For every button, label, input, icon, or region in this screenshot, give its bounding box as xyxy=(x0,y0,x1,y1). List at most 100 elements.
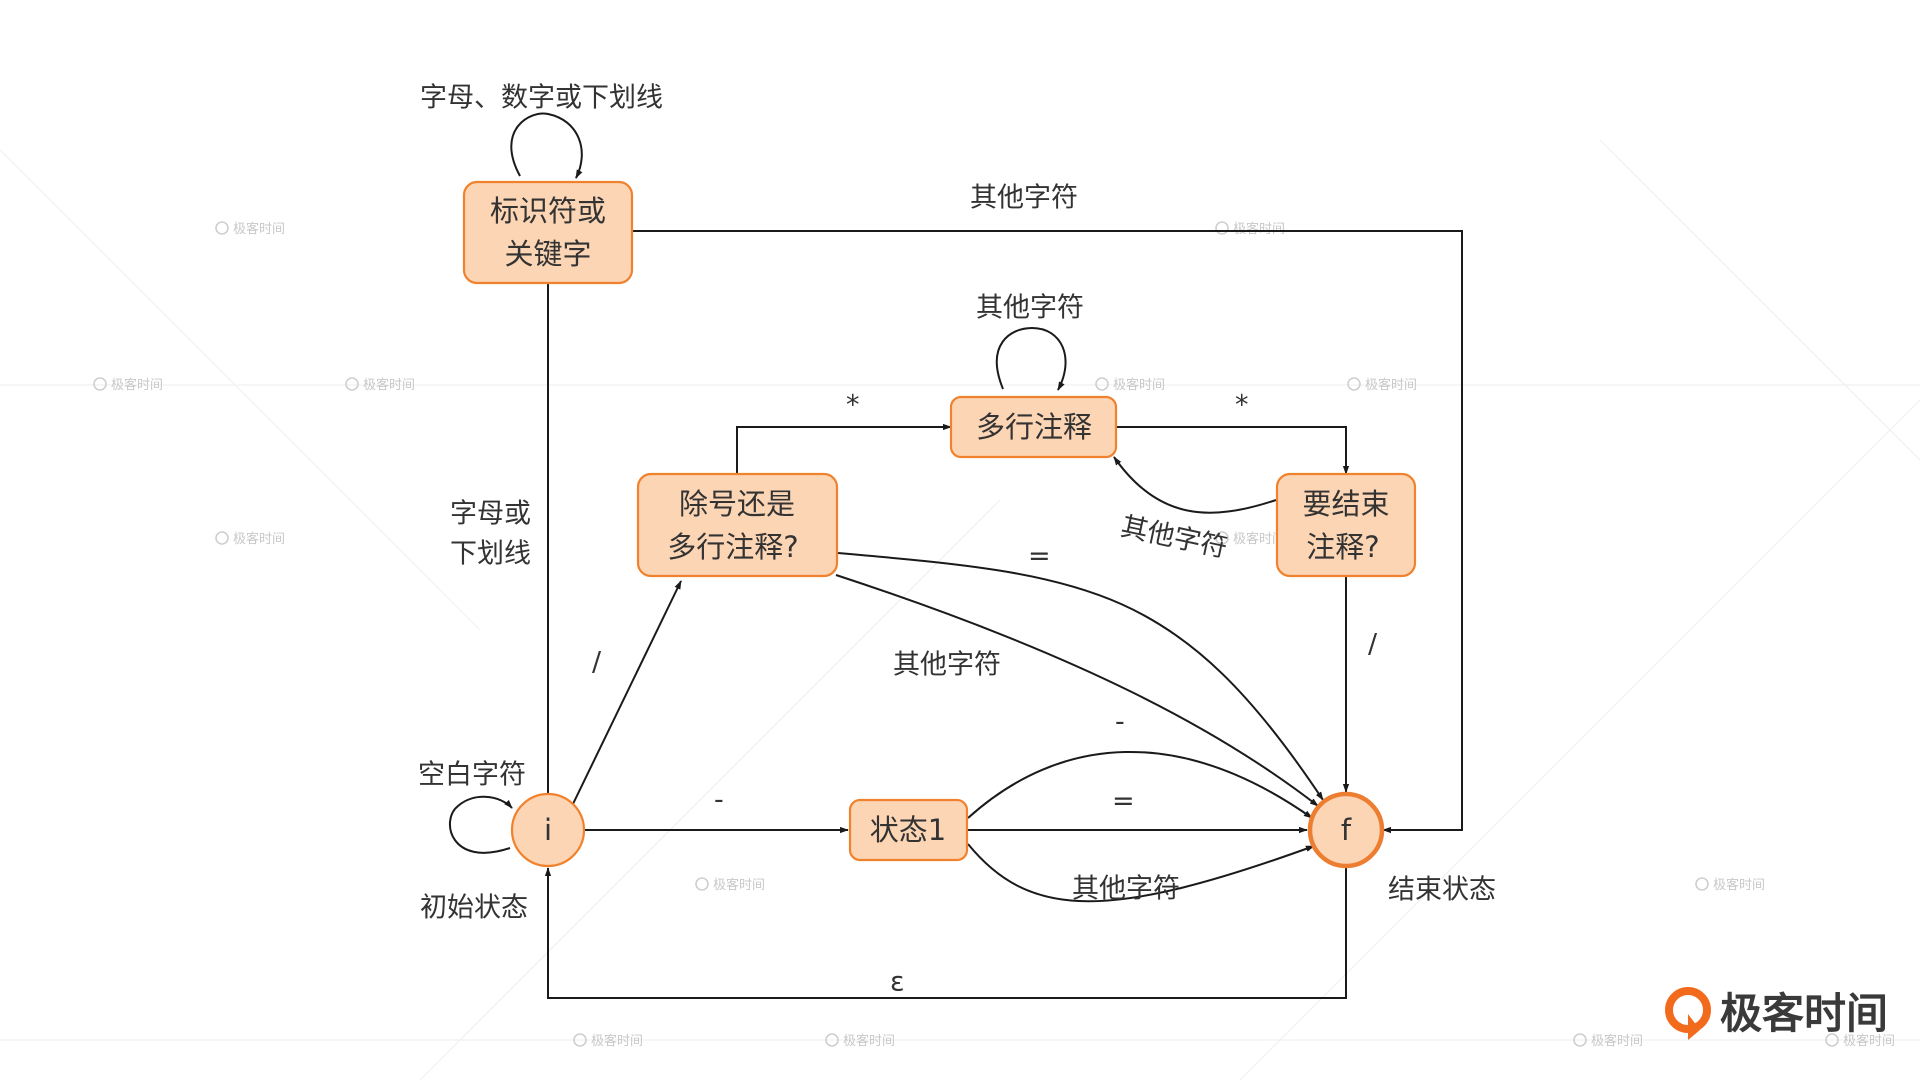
watermark: 极客时间 xyxy=(695,877,765,893)
svg-text:极客时间: 极客时间 xyxy=(591,1033,643,1049)
watermark-logo-icon xyxy=(1347,377,1361,391)
state-state1: 状态1 xyxy=(848,798,969,862)
watermark: 极客时间 xyxy=(1095,377,1165,393)
watermark: 极客时间 xyxy=(93,377,163,393)
state-multi-comment-label: 多行注释 xyxy=(976,410,1092,444)
label-div-other: 其他字符 xyxy=(893,650,1001,681)
watermark-logo-icon xyxy=(93,377,107,391)
label-s1-other: 其他字符 xyxy=(1072,874,1180,905)
state-div-label-1: 除号还是 xyxy=(679,487,795,521)
watermark-logo-icon xyxy=(1215,221,1229,235)
edges xyxy=(449,112,1463,999)
watermark: 极客时间 xyxy=(215,221,285,237)
watermark: 极客时间 xyxy=(1695,877,1765,893)
watermark-logo-icon xyxy=(1573,1033,1587,1047)
svg-text:极客时间: 极客时间 xyxy=(363,377,415,393)
label-minus-to-state1: - xyxy=(714,785,724,816)
watermark-logo-icon xyxy=(215,531,229,545)
label-div-eq: = xyxy=(1028,541,1051,572)
edge-comment-to-end xyxy=(1116,426,1350,475)
label-comment-loop: 其他字符 xyxy=(976,293,1084,324)
edge-div-to-comment xyxy=(736,423,952,474)
label-initial-state: 初始状态 xyxy=(420,893,528,924)
edge-labels: 字母、数字或下划线 其他字符 其他字符 * * 字母或 下划线 其他字符 = 其… xyxy=(418,83,1496,998)
edge-comment-self-loop xyxy=(995,326,1067,391)
watermark-logo-icon xyxy=(1215,531,1229,545)
svg-text:极客时间: 极客时间 xyxy=(1843,1033,1895,1049)
state-div-or-comment: 除号还是 多行注释? xyxy=(636,472,839,578)
watermark: 极客时间 xyxy=(215,531,285,547)
label-epsilon: ε xyxy=(890,967,905,998)
edge-initial-to-div xyxy=(571,580,682,807)
label-ident-loop: 字母、数字或下划线 xyxy=(420,83,663,114)
label-whitespace: 空白字符 xyxy=(418,760,526,791)
edge-final-to-initial xyxy=(544,867,1347,999)
watermark-logo-icon xyxy=(1695,877,1709,891)
watermark: 极客时间 xyxy=(825,1033,895,1049)
state-ident-label-2: 关键字 xyxy=(504,237,591,271)
label-slash-right: / xyxy=(1368,629,1378,660)
state-initial: i xyxy=(510,792,586,868)
label-star-left: * xyxy=(846,390,860,421)
label-s1-eq: = xyxy=(1112,786,1135,817)
watermark-logo-icon xyxy=(695,877,709,891)
svg-text:极客时间: 极客时间 xyxy=(1233,221,1285,237)
edge-initial-self-loop xyxy=(449,795,513,854)
watermark: 极客时间 xyxy=(1573,1033,1643,1049)
watermark-logo-icon xyxy=(573,1033,587,1047)
svg-text:极客时间: 极客时间 xyxy=(1365,377,1417,393)
watermark-logo-icon xyxy=(1825,1033,1839,1047)
watermark: 极客时间 xyxy=(1825,1033,1895,1049)
state-div-label-2: 多行注释? xyxy=(667,530,798,564)
svg-text:极客时间: 极客时间 xyxy=(1113,377,1165,393)
svg-text:极客时间: 极客时间 xyxy=(233,531,285,547)
label-final-state: 结束状态 xyxy=(1388,875,1496,906)
label-end-to-comment: 其他字符 xyxy=(1118,511,1230,564)
label-slash-left: / xyxy=(592,647,602,678)
state-multi-comment: 多行注释 xyxy=(949,395,1118,459)
svg-text:极客时间: 极客时间 xyxy=(713,877,765,893)
svg-text:极客时间: 极客时间 xyxy=(111,377,163,393)
watermark: 极客时间 xyxy=(1347,377,1417,393)
svg-text:极客时间: 极客时间 xyxy=(843,1033,895,1049)
svg-text:极客时间: 极客时间 xyxy=(1233,531,1285,547)
edge-state1-other-to-final xyxy=(967,843,1315,903)
state-final-label: f xyxy=(1341,813,1352,847)
watermark-logo-icon xyxy=(825,1033,839,1047)
state-end-label-1: 要结束 xyxy=(1302,487,1389,521)
label-star-right: * xyxy=(1235,390,1249,421)
brand-logo: 极客时间 xyxy=(1665,987,1888,1040)
watermark: 极客时间 xyxy=(1215,531,1285,547)
watermark-logo-icon xyxy=(345,377,359,391)
state-initial-label: i xyxy=(544,813,552,847)
edge-end-to-comment xyxy=(1113,456,1277,514)
state-ident-label-1: 标识符或 xyxy=(490,194,606,228)
state-final: f xyxy=(1307,791,1385,869)
edge-div-other-to-final xyxy=(835,574,1319,807)
state-end-label-2: 注释? xyxy=(1306,530,1379,564)
edge-state1-minus-to-final xyxy=(967,750,1313,819)
watermark-logo-icon xyxy=(1095,377,1109,391)
watermark-logo-icon xyxy=(215,221,229,235)
svg-text:极客时间: 极客时间 xyxy=(1591,1033,1643,1049)
brand-logo-icon xyxy=(1665,987,1711,1040)
edge-div-eq-to-final xyxy=(837,552,1324,801)
label-ident-to-final: 其他字符 xyxy=(970,183,1078,214)
watermarks: 极客时间 极客时间 极客时间 极客时间 极客时间 极客时间 极客时间 极客时间 … xyxy=(93,221,1895,1049)
label-s1-minus: - xyxy=(1115,707,1125,738)
edge-ident-self-loop xyxy=(510,112,583,179)
svg-text:极客时间: 极客时间 xyxy=(233,221,285,237)
state-state1-label: 状态1 xyxy=(870,813,946,847)
state-end-comment: 要结束 注释? xyxy=(1275,472,1417,578)
edge-ident-to-final xyxy=(632,230,1463,834)
svg-text:极客时间: 极客时间 xyxy=(1713,877,1765,893)
background-grid xyxy=(0,139,1920,1080)
watermark: 极客时间 xyxy=(1215,221,1285,237)
watermark: 极客时间 xyxy=(345,377,415,393)
brand-name: 极客时间 xyxy=(1720,989,1888,1038)
state-ident: 标识符或 关键字 xyxy=(462,180,634,285)
label-letter-or-2: 下划线 xyxy=(450,539,531,570)
watermark: 极客时间 xyxy=(573,1033,643,1049)
